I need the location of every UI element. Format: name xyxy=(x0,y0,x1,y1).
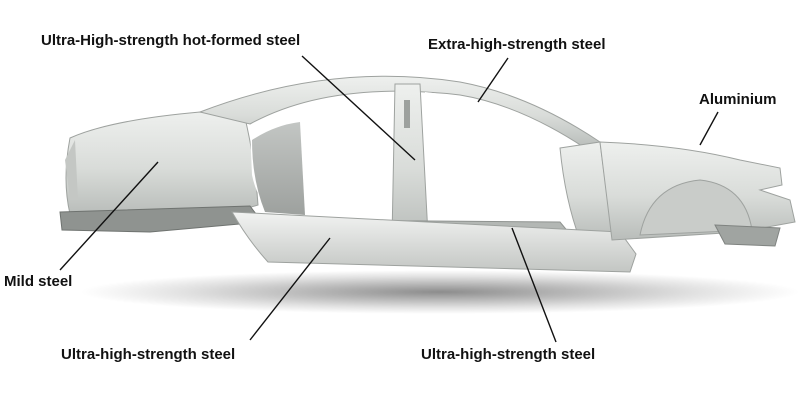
label-extra-high-strength-steel: Extra-high-strength steel xyxy=(428,36,606,53)
label-ultra-high-strength-steel-sill: Ultra-high-strength steel xyxy=(61,346,236,363)
front-door-opening xyxy=(425,92,560,232)
rear-underbody-frame xyxy=(59,205,263,233)
leader-aluminium xyxy=(699,111,719,146)
leader-lines xyxy=(59,55,719,343)
label-ultra-high-strength-hot-formed-steel: Ultra-High-strength hot-formed steel xyxy=(41,32,301,49)
leader-uhs-sill xyxy=(249,237,331,341)
label-mild-steel: Mild steel xyxy=(4,273,73,290)
leader-uhs-hot-formed xyxy=(301,55,416,161)
rear-end-panel xyxy=(65,140,78,200)
b-pillar-slot xyxy=(404,100,410,128)
rear-interior-shade xyxy=(252,122,305,215)
leader-mild xyxy=(59,161,159,271)
front-subframe xyxy=(714,224,781,247)
front-wheel-arch xyxy=(639,179,753,236)
side-sill xyxy=(231,211,637,273)
leader-uhs-floor xyxy=(511,227,557,343)
leader-extra-high xyxy=(477,57,509,103)
ground-shadow xyxy=(80,270,800,314)
label-ultra-high-strength-steel-floor: Ultra-high-strength steel xyxy=(421,346,596,363)
label-aluminium: Aluminium xyxy=(699,91,777,108)
rear-quarter-panel xyxy=(65,111,259,215)
